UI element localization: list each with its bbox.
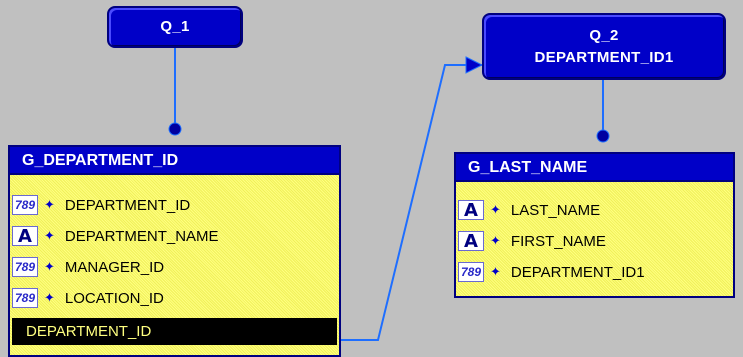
column-name: DEPARTMENT_NAME — [64, 227, 219, 245]
star-icon: ✦ — [44, 259, 55, 274]
star-icon: ✦ — [44, 197, 55, 212]
column-row[interactable]: A ✦ DEPARTMENT_NAME — [10, 222, 219, 250]
query-q2-subtitle: DEPARTMENT_ID1 — [534, 48, 674, 66]
star-icon: ✦ — [490, 264, 501, 279]
star-icon: ✦ — [490, 233, 501, 248]
column-row[interactable]: 789 ✦ MANAGER_ID — [10, 253, 164, 281]
column-name: FIRST_NAME — [510, 232, 606, 250]
character-icon: A — [12, 226, 38, 247]
group-header[interactable]: G_LAST_NAME — [456, 154, 733, 182]
character-icon: A — [458, 200, 484, 221]
column-row[interactable]: A ✦ FIRST_NAME — [456, 227, 606, 255]
selected-column-row[interactable]: DEPARTMENT_ID — [12, 318, 337, 345]
group-g-last-name[interactable]: G_LAST_NAME A ✦ LAST_NAME A ✦ FIRST_NAME… — [454, 152, 735, 298]
star-icon: ✦ — [44, 290, 55, 305]
column-name: DEPARTMENT_ID1 — [510, 263, 645, 281]
query-q1[interactable]: Q_1 — [107, 6, 243, 48]
query-q1-title: Q_1 — [160, 18, 190, 35]
query-q2[interactable]: Q_2 DEPARTMENT_ID1 — [482, 13, 726, 80]
column-row[interactable]: 789 ✦ LOCATION_ID — [10, 284, 164, 312]
q2-link-dot — [596, 129, 610, 143]
number-icon: 789 — [458, 262, 484, 282]
data-link-line — [338, 64, 482, 341]
column-row[interactable]: 789 ✦ DEPARTMENT_ID1 — [456, 258, 645, 286]
column-row[interactable]: 789 ✦ DEPARTMENT_ID — [10, 191, 190, 219]
q1-link-dot — [168, 122, 182, 136]
column-name: MANAGER_ID — [64, 258, 165, 276]
number-icon: 789 — [12, 288, 38, 308]
group-g-department-id[interactable]: G_DEPARTMENT_ID 789 ✦ DEPARTMENT_ID A ✦ … — [8, 145, 341, 357]
column-name: DEPARTMENT_ID — [64, 196, 191, 214]
star-icon: ✦ — [44, 228, 55, 243]
query-q2-title: Q_2 — [589, 26, 619, 44]
column-row[interactable]: A ✦ LAST_NAME — [456, 196, 600, 224]
character-icon: A — [458, 231, 484, 252]
group-header[interactable]: G_DEPARTMENT_ID — [10, 147, 339, 175]
number-icon: 789 — [12, 195, 38, 215]
data-link-arrowhead — [465, 56, 484, 74]
column-name: LAST_NAME — [510, 201, 601, 219]
star-icon: ✦ — [490, 202, 501, 217]
number-icon: 789 — [12, 257, 38, 277]
column-name: LOCATION_ID — [64, 289, 164, 307]
